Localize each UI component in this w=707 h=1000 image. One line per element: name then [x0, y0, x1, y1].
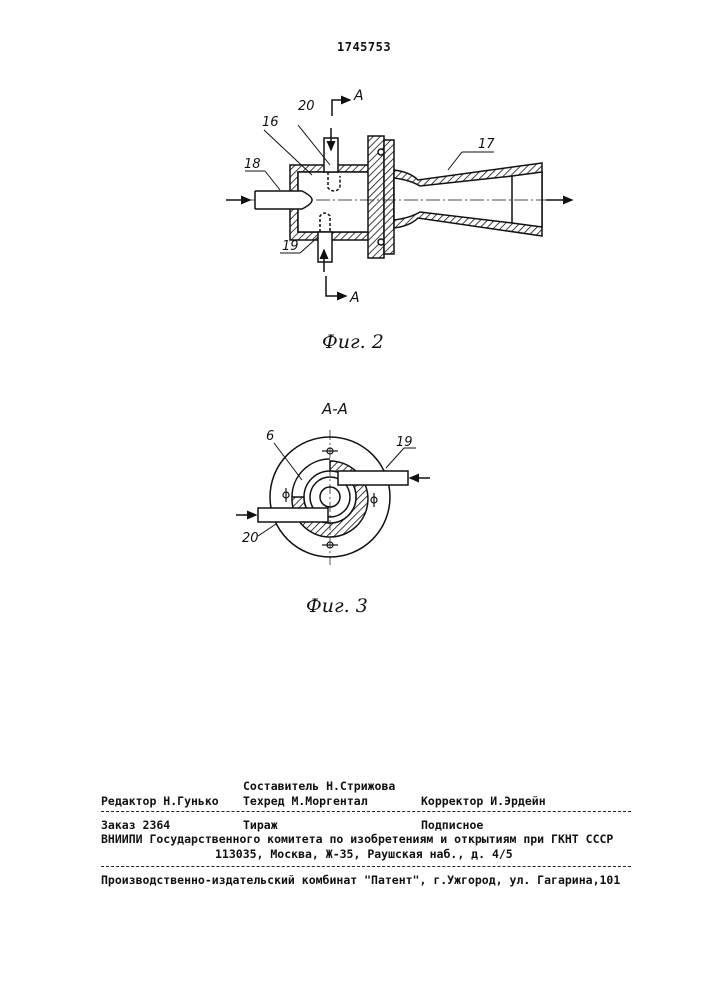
section-title: А-А [321, 400, 348, 418]
compiler: Составитель Н.Стрижова [243, 779, 395, 793]
publisher: Производственно-издательский комбинат "П… [101, 873, 620, 887]
institute: ВНИИПИ Государственного комитета по изоб… [101, 832, 613, 846]
techred: Техред М.Моргентал [243, 794, 368, 808]
corrector: Корректор И.Эрдейн [421, 794, 546, 808]
fig2-caption: Фиг. 2 [322, 331, 384, 353]
order: Заказ 2364 [101, 818, 170, 832]
divider-1 [101, 811, 631, 812]
label-6: 6 [266, 429, 274, 444]
editor: Редактор Н.Гунько [101, 794, 219, 808]
section-mark-top: А [353, 88, 364, 104]
label-20-fig3: 20 [242, 531, 259, 546]
divider-2 [101, 866, 631, 867]
label-16: 16 [262, 115, 279, 130]
fig3-caption: Фиг. 3 [306, 595, 368, 617]
label-20: 20 [298, 99, 315, 114]
label-19: 19 [282, 239, 299, 254]
circulation: Тираж [243, 818, 278, 832]
label-17: 17 [478, 137, 495, 152]
label-19-fig3: 19 [396, 435, 413, 450]
label-18: 18 [244, 157, 261, 172]
subscription: Подписное [421, 818, 483, 832]
fig3-drawing [236, 430, 430, 565]
address: 113035, Москва, Ж-35, Раушская наб., д. … [215, 847, 513, 861]
section-mark-bottom: А [349, 290, 360, 306]
